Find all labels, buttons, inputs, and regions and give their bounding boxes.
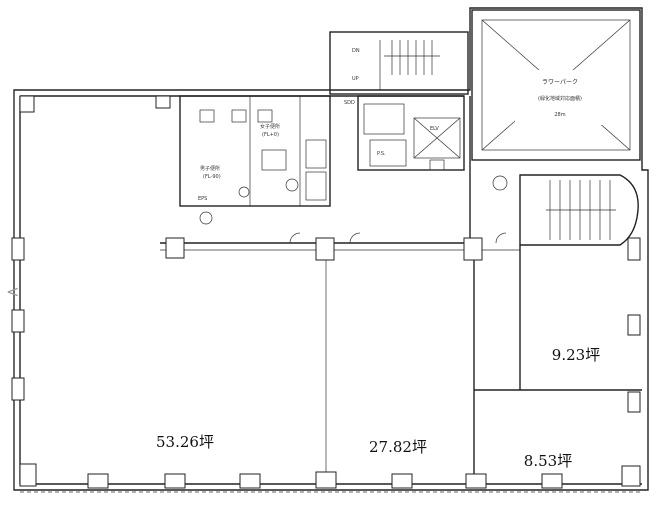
service-core — [179, 95, 331, 225]
unit-left-area: 53.26坪 — [156, 433, 214, 451]
unit-middle-area: 27.82坪 — [369, 438, 427, 456]
roof-park-title: ラワーパーク — [542, 79, 578, 86]
floor-level-label: (FL-90) — [203, 174, 221, 180]
dn-label: DN — [352, 48, 360, 54]
previous-arrow-icon[interactable]: < — [6, 282, 20, 301]
roof-park — [471, 9, 641, 161]
roof-park-size: 28m — [554, 112, 565, 118]
elevator-label: ELV — [430, 126, 439, 132]
roof-park-subtitle: (緑化地域対応面積) — [538, 95, 582, 102]
ps-label: P.S. — [377, 151, 386, 157]
right-stair — [492, 174, 639, 246]
eps-label: EPS — [198, 196, 207, 202]
columns — [11, 95, 641, 489]
wc-female-label: 女子便所 — [260, 123, 280, 130]
up-label: UP — [352, 76, 359, 82]
unit-right-upper-area: 9.23坪 — [552, 346, 600, 364]
upper-stair — [329, 31, 469, 95]
sdd-label: SDD — [344, 100, 355, 106]
wc-male-label: 男子便所 — [200, 165, 220, 172]
unit-right-lower-area: 8.53坪 — [524, 452, 572, 470]
elevator-core — [357, 95, 465, 171]
floor-level-label-2: (FL+0) — [262, 132, 279, 138]
partitions — [160, 96, 642, 484]
